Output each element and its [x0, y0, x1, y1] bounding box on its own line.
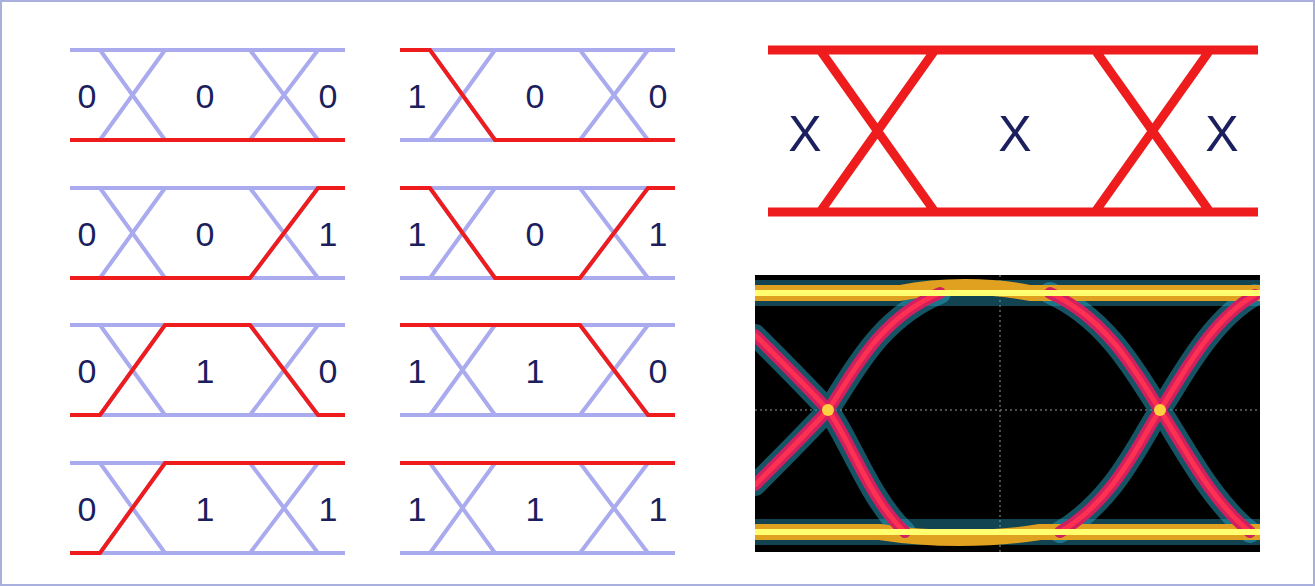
bit-value: 0 [78, 354, 97, 388]
bit-value: 0 [196, 79, 215, 113]
bit-value: 0 [78, 79, 97, 113]
bit-pattern-panel [400, 325, 675, 415]
bit-value: 0 [526, 217, 545, 251]
bit-value: 1 [408, 492, 427, 526]
eye-template [768, 50, 1258, 212]
bit-value: 1 [526, 492, 545, 526]
bit-pattern-panel [70, 50, 345, 140]
bit-value: 1 [408, 354, 427, 388]
bit-value: 0 [78, 492, 97, 526]
bit-value: 1 [526, 354, 545, 388]
bit-value: 1 [649, 492, 668, 526]
bit-value: 0 [319, 354, 338, 388]
oscilloscope-eye [755, 275, 1260, 552]
bit-value: 0 [196, 217, 215, 251]
bit-pattern-panel [70, 463, 345, 553]
bit-pattern-panel [70, 325, 345, 415]
bit-value: 1 [649, 217, 668, 251]
bit-value: 1 [408, 79, 427, 113]
bit-pattern-panel [400, 188, 675, 278]
dont-care-symbol: X [788, 109, 821, 159]
bit-value: 1 [408, 217, 427, 251]
bit-value: 0 [319, 79, 338, 113]
bit-value: 1 [319, 492, 338, 526]
bit-value: 0 [526, 79, 545, 113]
dont-care-symbol: X [1205, 109, 1238, 159]
bit-value: 1 [319, 217, 338, 251]
bit-pattern-panel [400, 463, 675, 553]
bit-value: 0 [649, 354, 668, 388]
bit-value: 0 [649, 79, 668, 113]
bit-pattern-panel [400, 50, 675, 140]
bit-value: 1 [196, 354, 215, 388]
bit-value: 0 [78, 217, 97, 251]
bit-value: 1 [196, 492, 215, 526]
dont-care-symbol: X [998, 109, 1031, 159]
bit-pattern-panel [70, 188, 345, 278]
